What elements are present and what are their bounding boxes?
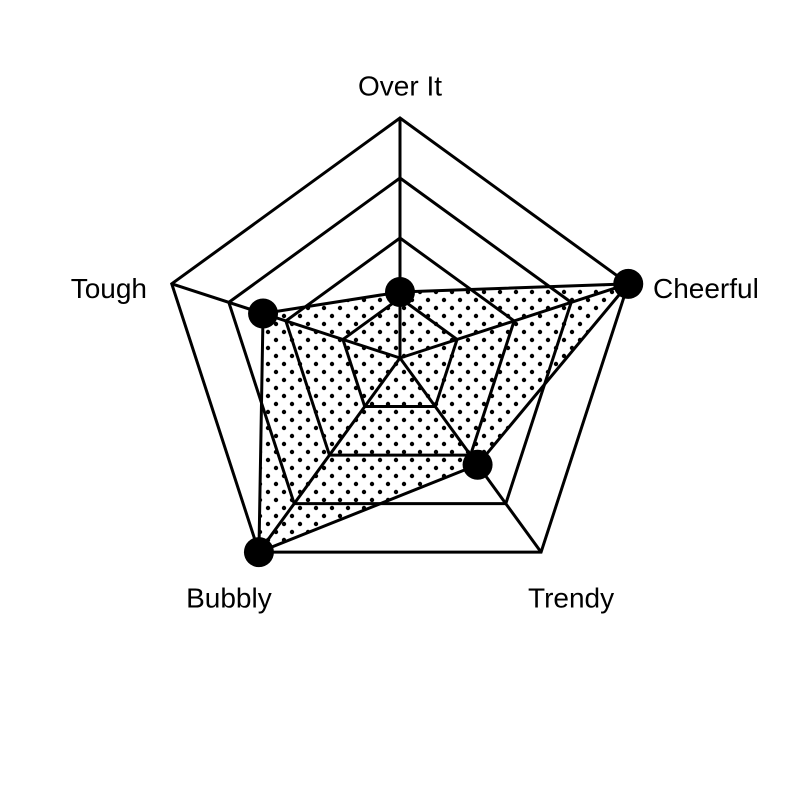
grid-ring-3 (227, 176, 573, 506)
data-point-bubbly (243, 537, 274, 568)
data-point-over-it (385, 277, 415, 307)
axis-label-bubbly: Bubbly (186, 583, 272, 614)
axis-label-tough: Tough (71, 273, 147, 304)
data-point-trendy (462, 449, 493, 480)
grid-ring-4 (169, 116, 631, 554)
axis-label-cheerful: Cheerful (653, 273, 759, 304)
data-point-cheerful (613, 268, 644, 299)
radar-series (243, 268, 644, 568)
series-area-0 (257, 282, 632, 555)
axis-label-over-it: Over It (358, 70, 442, 101)
axis-label-trendy: Trendy (528, 583, 614, 614)
data-point-tough (248, 298, 279, 329)
